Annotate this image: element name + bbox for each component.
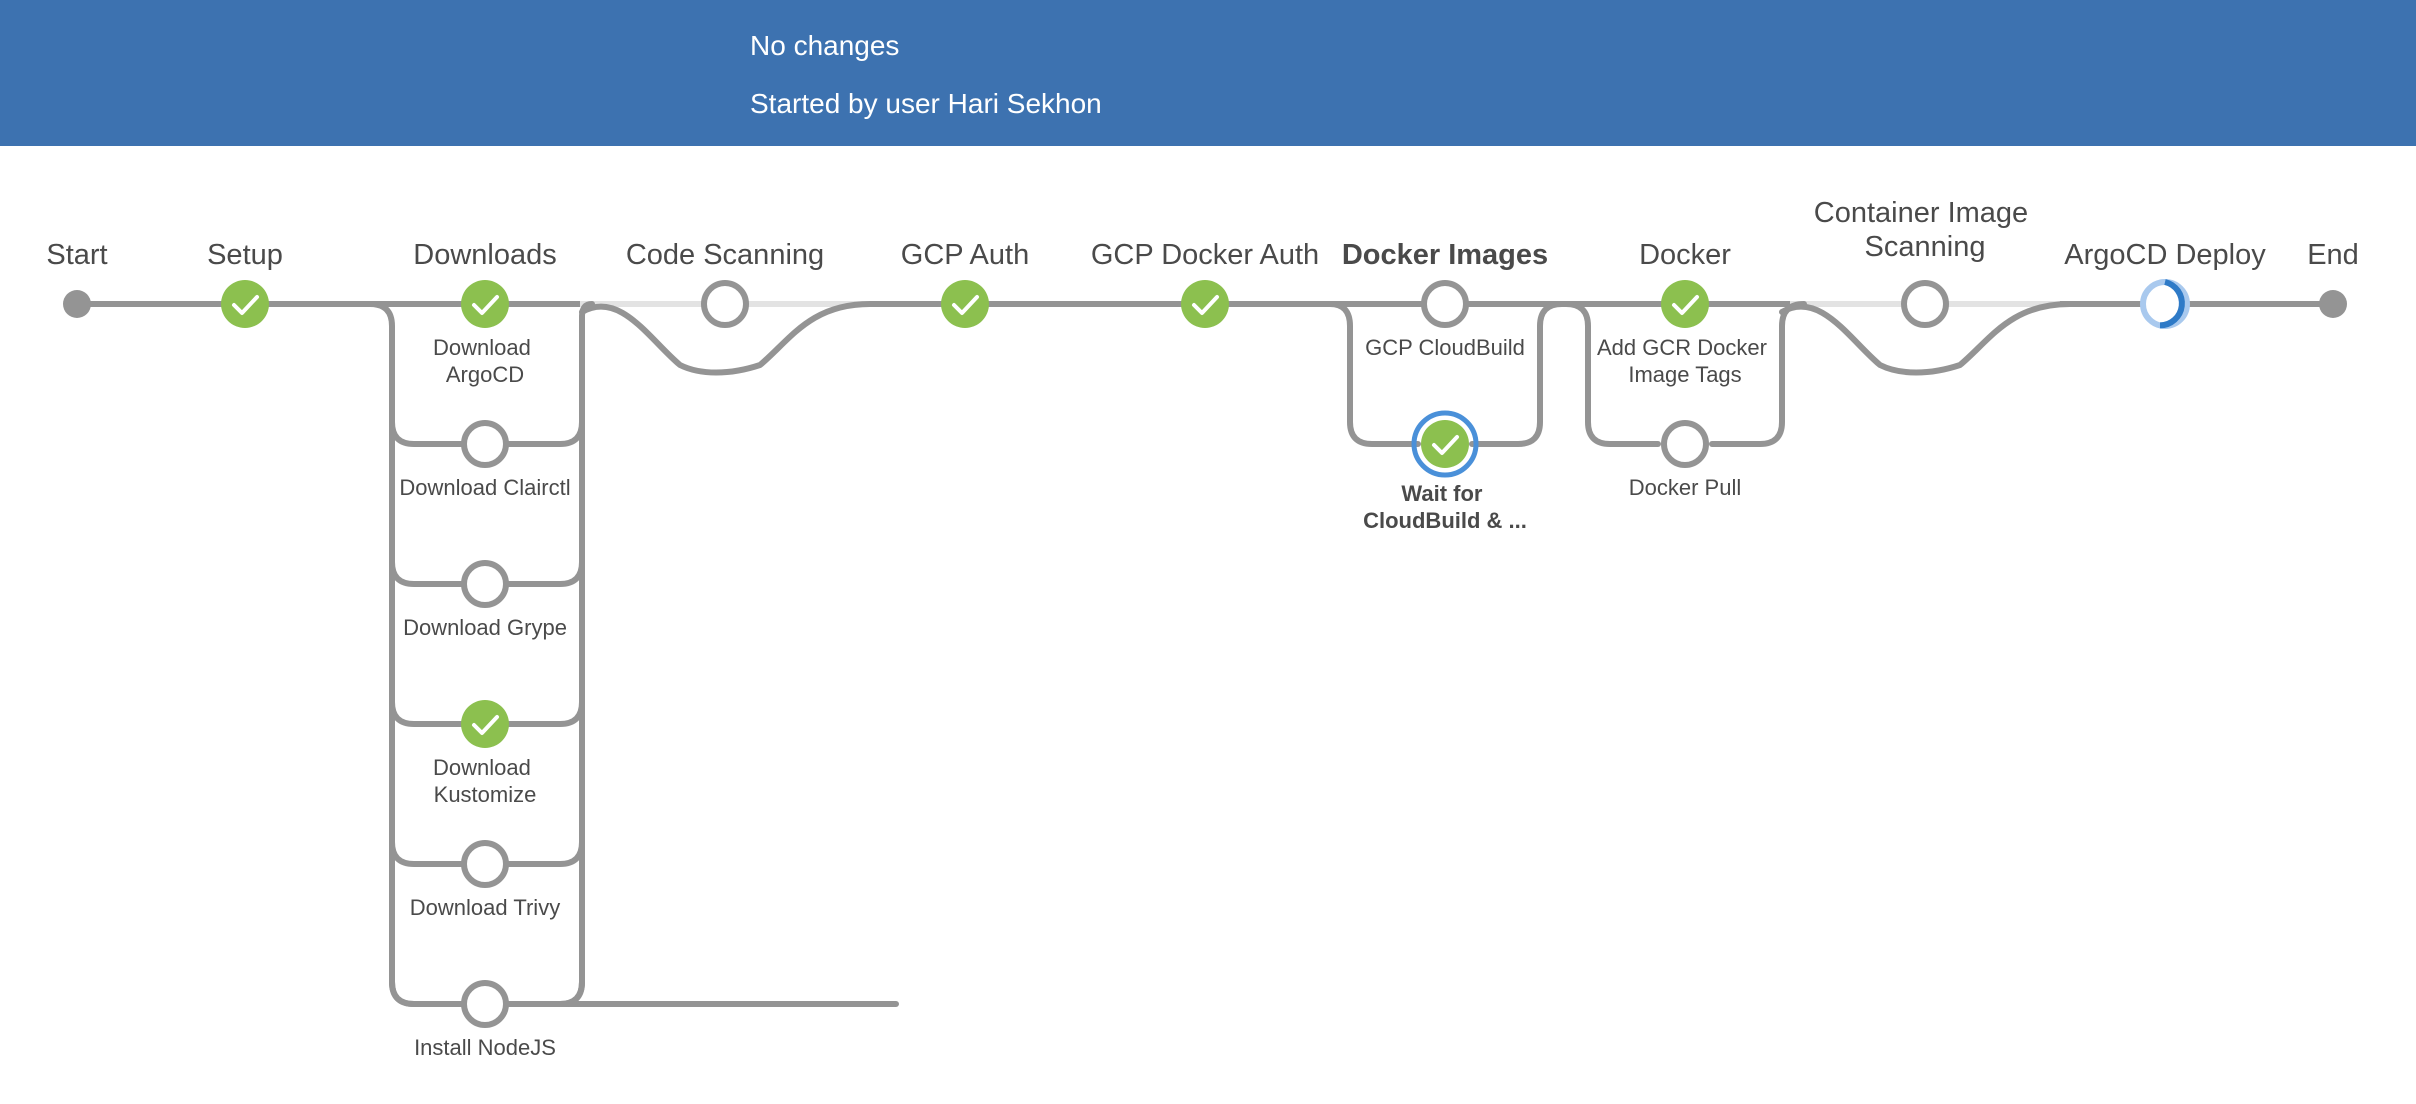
- node-label-install-nodejs: Install NodeJS: [414, 1035, 556, 1060]
- node-label-gcp-cloudbuild: GCP CloudBuild: [1365, 335, 1525, 360]
- download-trivy-node[interactable]: [461, 840, 509, 888]
- gcp-docker-auth-success-node[interactable]: [1181, 280, 1229, 328]
- stage-label-docker-images[interactable]: Docker Images: [1342, 239, 1548, 271]
- download-argocd-success-node[interactable]: [461, 280, 509, 328]
- check-icon: [232, 295, 259, 315]
- download-kustomize-success-node[interactable]: [461, 700, 509, 748]
- start-node: [63, 290, 91, 318]
- check-icon: [1432, 435, 1459, 455]
- stage-label-downloads[interactable]: Downloads: [413, 239, 556, 271]
- download-grype-node[interactable]: [461, 560, 509, 608]
- check-icon: [472, 295, 499, 315]
- wait-for-cloudbuild-selected-node[interactable]: [1411, 410, 1479, 478]
- node-label-download-argocd: Download ArgoCD: [433, 335, 537, 387]
- stage-label-start: Start: [46, 239, 107, 271]
- check-icon: [472, 715, 499, 735]
- install-nodejs-node[interactable]: [461, 980, 509, 1028]
- stage-label-setup[interactable]: Setup: [207, 239, 283, 271]
- code-scanning-node[interactable]: [701, 280, 749, 328]
- node-label-download-grype: Download Grype: [403, 615, 567, 640]
- container-image-scanning-node[interactable]: [1901, 280, 1949, 328]
- stage-label-docker[interactable]: Docker: [1639, 239, 1731, 271]
- check-icon: [1672, 295, 1699, 315]
- node-label-wait-for-cloudbuild: Wait for CloudBuild & ...: [1363, 481, 1527, 533]
- check-icon: [952, 295, 979, 315]
- started-by-text: Started by user Hari Sekhon: [750, 88, 1102, 119]
- stage-label-end: End: [2307, 239, 2359, 271]
- gcp-cloudbuild-node[interactable]: [1421, 280, 1469, 328]
- pipeline-tracks: [74, 301, 2339, 1007]
- node-label-add-gcr-docker-image-tags: Add GCR Docker Image Tags: [1597, 335, 1773, 387]
- progress-spinner-icon: [2159, 279, 2185, 329]
- node-label-docker-pull: Docker Pull: [1629, 475, 1741, 500]
- stage-label-argocd-deploy[interactable]: ArgoCD Deploy: [2064, 239, 2266, 271]
- argocd-deploy-running-node[interactable]: [2140, 279, 2190, 329]
- selected-ring: [1411, 410, 1479, 478]
- stage-label-code-scanning[interactable]: Code Scanning: [626, 239, 824, 271]
- node-label-download-clairctl: Download Clairctl: [399, 475, 570, 500]
- changes-text: No changes: [750, 30, 900, 61]
- setup-success-node[interactable]: [221, 280, 269, 328]
- end-node: [2319, 290, 2347, 318]
- node-label-download-trivy: Download Trivy: [410, 895, 560, 920]
- add-gcr-docker-image-tags-success-node[interactable]: [1661, 280, 1709, 328]
- build-summary-header: No changes Started by user Hari Sekhon: [0, 0, 2416, 146]
- stage-label-gcp-auth[interactable]: GCP Auth: [901, 239, 1029, 271]
- gcp-auth-success-node[interactable]: [941, 280, 989, 328]
- node-label-download-kustomize: Download Kustomize: [433, 755, 537, 807]
- stage-label-container-image-scanning[interactable]: Container Image Scanning: [1814, 197, 2036, 263]
- check-icon: [1192, 295, 1219, 315]
- download-clairctl-node[interactable]: [461, 420, 509, 468]
- pipeline-graph: Start Setup Downloads Code Scanning GCP …: [0, 146, 2416, 1104]
- docker-pull-node[interactable]: [1661, 420, 1709, 468]
- stage-label-gcp-docker-auth[interactable]: GCP Docker Auth: [1091, 239, 1319, 271]
